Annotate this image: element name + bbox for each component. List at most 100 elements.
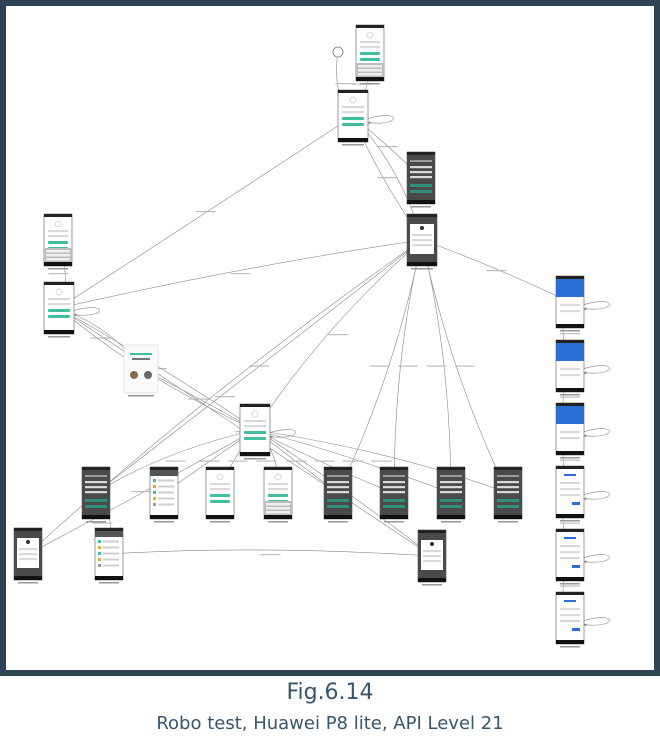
screen-caption <box>384 521 404 523</box>
figure-caption: Robo test, Huawei P8 lite, API Level 21 <box>156 713 504 734</box>
edge-label <box>286 460 307 462</box>
screen-node-white-form <box>555 528 585 585</box>
screen-caption <box>154 521 174 523</box>
edge-label <box>227 460 248 462</box>
transition-edge <box>254 429 452 494</box>
screen-node-dark-form <box>379 466 409 523</box>
screen-caption <box>411 268 433 270</box>
start-node-icon <box>332 46 344 58</box>
screen-node-menu <box>149 466 179 523</box>
transition-edge <box>254 239 423 431</box>
edge-label <box>328 334 349 336</box>
edge-label <box>560 459 580 461</box>
transition-edge <box>367 115 394 125</box>
edge-label <box>335 83 356 85</box>
edge-label <box>560 522 580 524</box>
edge-label <box>343 460 363 462</box>
screen-caption <box>441 521 461 523</box>
screen-caption <box>560 394 580 396</box>
screen-caption <box>210 521 230 523</box>
screen-caption <box>422 584 442 586</box>
screen-node-white-form <box>555 591 585 648</box>
screen-caption <box>99 582 119 584</box>
edge-label <box>560 333 580 335</box>
screen-node-blue <box>555 339 585 396</box>
edge-label <box>377 177 398 179</box>
transition-edge <box>108 549 433 558</box>
edge-label <box>370 365 390 367</box>
figure-number: Fig.6.14 <box>286 680 374 705</box>
screen-node-blue <box>555 402 585 459</box>
screen-node-dark-form <box>81 466 111 523</box>
screen-node-login-keyboard <box>263 466 293 523</box>
transition-edge <box>27 429 256 555</box>
figure-frame <box>0 0 660 676</box>
screen-caption <box>342 144 364 146</box>
screen-node-login-keyboard <box>43 213 73 270</box>
screen-caption <box>360 83 380 85</box>
screen-caption <box>328 521 348 523</box>
edge-label <box>560 585 580 587</box>
screen-node-dialog <box>406 213 438 270</box>
edge-label <box>560 396 580 398</box>
screen-caption <box>560 646 580 648</box>
edge-label <box>426 365 447 367</box>
edge-label <box>199 460 220 462</box>
screen-caption <box>411 206 431 208</box>
edge-label <box>215 396 235 398</box>
edge-label <box>398 365 418 367</box>
screen-nodes <box>13 24 585 648</box>
transition-edge <box>58 115 354 309</box>
edge-label <box>256 460 277 462</box>
edge-label <box>455 365 475 367</box>
edge-label <box>486 270 506 272</box>
screen-caption <box>48 336 70 338</box>
screen-caption <box>498 521 518 523</box>
edge-label <box>188 398 208 400</box>
screen-caption <box>560 583 580 585</box>
screen-node-dialog <box>417 529 447 586</box>
transition-edge <box>421 239 509 494</box>
transition-edges <box>27 51 610 627</box>
edge-label <box>90 337 110 339</box>
edge-label <box>92 522 113 524</box>
transition-edge <box>583 491 610 501</box>
screen-node-white-form <box>555 465 585 522</box>
edge-label <box>249 365 269 367</box>
screen-node-dark-form <box>323 466 353 523</box>
edge-label <box>377 146 397 148</box>
edge-label <box>230 273 251 275</box>
screen-node-login <box>43 281 75 338</box>
transition-edge <box>73 307 100 317</box>
transition-edge <box>583 301 610 311</box>
state-graph-diagram <box>6 6 654 670</box>
screen-node-login <box>239 403 271 460</box>
screen-node-login <box>337 89 369 146</box>
edge-label <box>371 460 392 462</box>
transition-edge <box>254 429 509 494</box>
screen-caption <box>560 520 580 522</box>
edge-label <box>48 273 69 275</box>
edge-label <box>314 460 335 462</box>
transition-edge <box>58 239 423 309</box>
screen-node-menu <box>94 527 124 584</box>
transition-edge <box>583 554 610 564</box>
transition-edge <box>269 429 296 439</box>
transition-edge <box>583 365 610 375</box>
transition-edge <box>583 428 610 438</box>
screen-caption <box>268 521 288 523</box>
screen-caption <box>18 582 38 584</box>
screen-node-login-keyboard <box>355 24 385 85</box>
screen-caption <box>86 521 106 523</box>
transition-edge <box>583 617 610 627</box>
edge-label <box>131 491 152 493</box>
screen-node-blue <box>555 275 585 332</box>
transition-edge <box>27 239 423 555</box>
transition-edge <box>95 429 256 494</box>
screen-node-welcome <box>123 344 159 397</box>
screen-node-dark-form <box>436 466 466 523</box>
screen-caption <box>48 268 68 270</box>
screen-caption <box>560 457 580 459</box>
screen-node-dark-form <box>493 466 523 523</box>
edge-label <box>260 554 281 556</box>
